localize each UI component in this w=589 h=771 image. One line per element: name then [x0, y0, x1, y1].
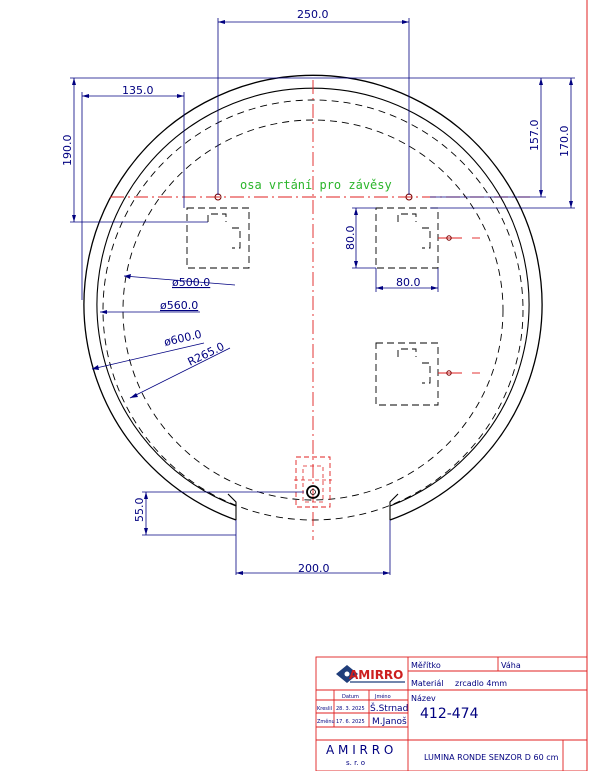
- dim-200: 200.0: [298, 562, 330, 575]
- dim-250: 250.0: [297, 8, 329, 21]
- component-box-left: [186, 207, 250, 269]
- material-label: Materiál: [411, 679, 444, 688]
- component-box-right-bottom: [375, 342, 439, 406]
- changed-label: Změnu: [317, 718, 335, 725]
- author-header: Jméno: [374, 693, 391, 700]
- material-value: zrcadlo 4mm: [455, 679, 507, 688]
- dim-80-horizontal: 80.0: [396, 276, 421, 289]
- part-number: 412-474: [420, 706, 479, 722]
- logo-text: AMIRRO: [349, 668, 403, 682]
- changed-date: 17. 6. 2025: [336, 719, 365, 725]
- changed-by: M.Janoš: [372, 716, 407, 727]
- name-label: Název: [411, 694, 436, 703]
- component-box-right-top: [375, 207, 439, 269]
- dim-80-vertical: 80.0: [344, 226, 357, 251]
- dim-dia-500: ø500.0: [172, 276, 210, 289]
- dim-157: 157.0: [528, 120, 541, 152]
- dim-135: 135.0: [122, 84, 154, 97]
- scale-label: Měřítko: [411, 661, 441, 670]
- company-suffix: s. r. o: [346, 759, 365, 767]
- outer-contour: [83, 74, 543, 521]
- side-markers: [438, 235, 480, 376]
- dim-dia-600: ø600.0: [163, 328, 203, 349]
- notch-left: [227, 493, 237, 520]
- date-header: Datum: [342, 694, 359, 700]
- dim-55: 55.0: [133, 498, 146, 523]
- sensor-hole: [306, 485, 320, 499]
- amirro-logo: AMIRRO: [336, 665, 405, 683]
- notch-right: [389, 493, 399, 520]
- dim-190: 190.0: [61, 135, 74, 167]
- dim-dia-560: ø560.0: [160, 299, 198, 312]
- weight-label: Váha: [501, 661, 521, 670]
- drawn-date: 28. 3. 2025: [336, 706, 365, 712]
- product-title: LUMINA RONDE SENZOR D 60 cm: [424, 753, 559, 762]
- drawn-label: Kreslil: [317, 706, 332, 712]
- dim-170: 170.0: [558, 126, 571, 158]
- drilling-axis-note: osa vrtání pro závěsy: [240, 178, 392, 192]
- sensor-assembly: [294, 456, 332, 508]
- company-name: A M I R R O: [326, 743, 393, 757]
- drawn-by: Š.Strnad: [370, 702, 408, 714]
- title-block: [315, 656, 588, 771]
- dashed-circle-inner: [122, 119, 504, 501]
- dim-r-265: R265.0: [186, 340, 227, 369]
